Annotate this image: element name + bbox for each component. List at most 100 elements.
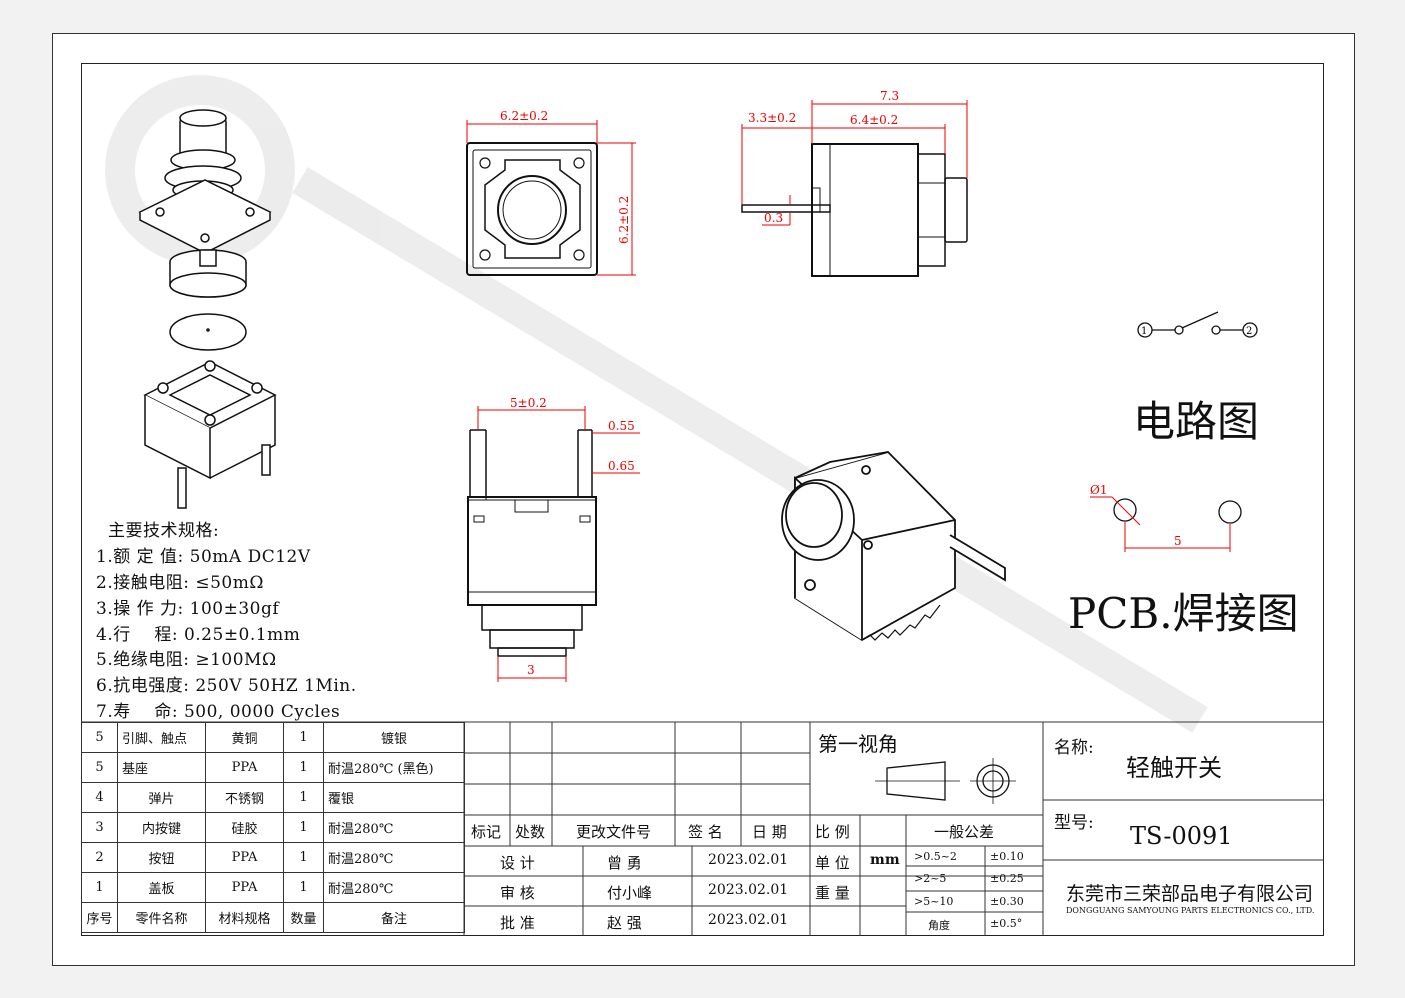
circuit-pin-1: 1 bbox=[1141, 326, 1147, 337]
tolerance-range: 角度 bbox=[928, 919, 950, 932]
dim-pcb-pitch: 5 bbox=[1174, 534, 1182, 548]
tolerance-range: >5~10 bbox=[914, 895, 954, 908]
bom-note: 耐温280℃ (黑色) bbox=[323, 752, 465, 783]
dim-side-pin: 0.3 bbox=[764, 211, 783, 225]
approval-date: 2023.02.01 bbox=[708, 912, 789, 928]
approval-person: 曾 勇 bbox=[607, 854, 642, 872]
approval-role: 批 准 bbox=[500, 914, 535, 932]
tolerance-title: 一般公差 bbox=[934, 823, 995, 841]
dim-front-cap: 3 bbox=[527, 663, 535, 677]
pcb-footprint bbox=[1113, 498, 1242, 524]
bom-name: 内按键 bbox=[117, 812, 206, 843]
table-header-row: 序号 零件名称 材料规格 数量 备注 bbox=[81, 902, 465, 933]
company-name-cn: 东莞市三荣部品电子有限公司 bbox=[1066, 883, 1314, 905]
table-row: 4 弹片 不锈钢 1 覆银 bbox=[81, 782, 465, 813]
bom-header-no: 序号 bbox=[81, 902, 118, 933]
tolerance-value: ±0.30 bbox=[990, 895, 1024, 908]
bom-no: 4 bbox=[81, 782, 118, 813]
bom-table: 5 引脚、触点 黄铜 1 镀银 5 基座 PPA 1 耐温280℃ (黑色) 4… bbox=[81, 722, 465, 933]
approval-person: 赵 强 bbox=[607, 914, 642, 932]
bom-material: 硅胶 bbox=[205, 812, 284, 843]
model-number: TS-0091 bbox=[1130, 822, 1233, 850]
bom-material: 黄铜 bbox=[205, 722, 284, 753]
top-view-dimensions bbox=[466, 120, 636, 276]
bom-no: 5 bbox=[81, 752, 118, 783]
tolerance-range: >0.5~2 bbox=[914, 850, 957, 863]
approval-date: 2023.02.01 bbox=[708, 882, 789, 898]
unit-label: 单 位 bbox=[815, 854, 850, 872]
side-view-dimensions bbox=[741, 100, 968, 226]
title-block-grid bbox=[81, 721, 1324, 936]
circuit-pin-2: 2 bbox=[1246, 326, 1252, 337]
isometric-view bbox=[781, 450, 1006, 642]
table-row: 2 按钮 PPA 1 耐温280℃ bbox=[81, 842, 465, 873]
bom-note: 镀银 bbox=[323, 722, 465, 753]
top-view bbox=[466, 142, 598, 276]
name-label: 名称: bbox=[1054, 738, 1094, 758]
rev-count-label: 处数 bbox=[515, 823, 546, 841]
pcb-dimensions bbox=[1090, 496, 1231, 552]
bom-header-qty: 数量 bbox=[283, 902, 324, 933]
bom-header-material: 材料规格 bbox=[205, 902, 284, 933]
bom-no: 1 bbox=[81, 872, 118, 903]
bom-material: PPA bbox=[205, 872, 284, 903]
table-row: 3 内按键 硅胶 1 耐温280℃ bbox=[81, 812, 465, 843]
spec-line: 4.行 程: 0.25±0.1mm bbox=[96, 625, 301, 645]
approval-role: 审 核 bbox=[500, 884, 535, 902]
bom-qty: 1 bbox=[283, 812, 324, 843]
dim-front-pin2: 0.65 bbox=[608, 459, 635, 473]
rev-doc-label: 更改文件号 bbox=[576, 823, 652, 841]
dim-top-width: 6.2±0.2 bbox=[500, 109, 548, 123]
bom-material: 不锈钢 bbox=[205, 782, 284, 813]
spec-line: 3.操 作 力: 100±30gf bbox=[96, 599, 280, 619]
bom-no: 3 bbox=[81, 812, 118, 843]
first-angle-projection-icon bbox=[875, 758, 1016, 804]
weight-label: 重 量 bbox=[815, 884, 850, 902]
bom-name: 引脚、触点 bbox=[117, 722, 206, 753]
scale-label: 比 例 bbox=[815, 823, 850, 841]
unit-value: mm bbox=[870, 852, 900, 868]
side-view bbox=[741, 143, 968, 277]
bom-name: 基座 bbox=[117, 752, 206, 783]
tolerance-value: ±0.25 bbox=[990, 872, 1024, 885]
bom-name: 盖板 bbox=[117, 872, 206, 903]
circuit-symbol bbox=[1137, 311, 1258, 338]
dim-front-pin1: 0.55 bbox=[608, 419, 635, 433]
bom-note: 耐温280℃ bbox=[323, 812, 465, 843]
model-label: 型号: bbox=[1054, 813, 1094, 833]
front-view bbox=[467, 429, 597, 657]
spec-line: 5.绝缘电阻: ≥100MΩ bbox=[96, 650, 277, 670]
tolerance-value: ±0.5° bbox=[990, 917, 1023, 930]
bom-name: 按钮 bbox=[117, 842, 206, 873]
table-row: 5 引脚、触点 黄铜 1 镀银 bbox=[81, 722, 465, 753]
approval-role: 设 计 bbox=[500, 854, 535, 872]
spec-line: 7.寿 命: 500, 0000 Cycles bbox=[96, 702, 341, 722]
table-row: 1 盖板 PPA 1 耐温280℃ bbox=[81, 872, 465, 903]
spec-line: 2.接触电阻: ≤50mΩ bbox=[96, 573, 264, 593]
approval-person: 付小峰 bbox=[607, 884, 653, 902]
part-name: 轻触开关 bbox=[1126, 754, 1222, 782]
approval-date: 2023.02.01 bbox=[708, 852, 789, 868]
bom-header-name: 零件名称 bbox=[117, 902, 206, 933]
rev-mark-label: 标记 bbox=[471, 823, 502, 841]
bom-note: 覆银 bbox=[323, 782, 465, 813]
dim-side-total: 7.3 bbox=[880, 89, 899, 103]
dim-top-height: 6.2±0.2 bbox=[617, 196, 631, 244]
bom-qty: 1 bbox=[283, 872, 324, 903]
projection-label: 第一视角 bbox=[818, 732, 898, 756]
rev-sign-label: 签 名 bbox=[688, 823, 723, 841]
spec-line: 6.抗电强度: 250V 50HZ 1Min. bbox=[96, 676, 357, 696]
front-view-dimensions bbox=[477, 406, 640, 682]
dim-side-body: 6.4±0.2 bbox=[850, 113, 898, 127]
bom-no: 5 bbox=[81, 722, 118, 753]
company-name-en: DONGGUANG SAMYOUNG PARTS ELECTRONICS CO.… bbox=[1066, 906, 1315, 915]
bom-material: PPA bbox=[205, 752, 284, 783]
bom-material: PPA bbox=[205, 842, 284, 873]
bom-header-note: 备注 bbox=[323, 902, 465, 933]
dim-pcb-hole: Ø1 bbox=[1090, 483, 1107, 497]
drawing-frame bbox=[81, 63, 1324, 936]
specs-heading: 主要技术规格: bbox=[108, 521, 220, 541]
exploded-view bbox=[138, 109, 277, 509]
circuit-diagram-title: 电路图 bbox=[1133, 397, 1260, 446]
